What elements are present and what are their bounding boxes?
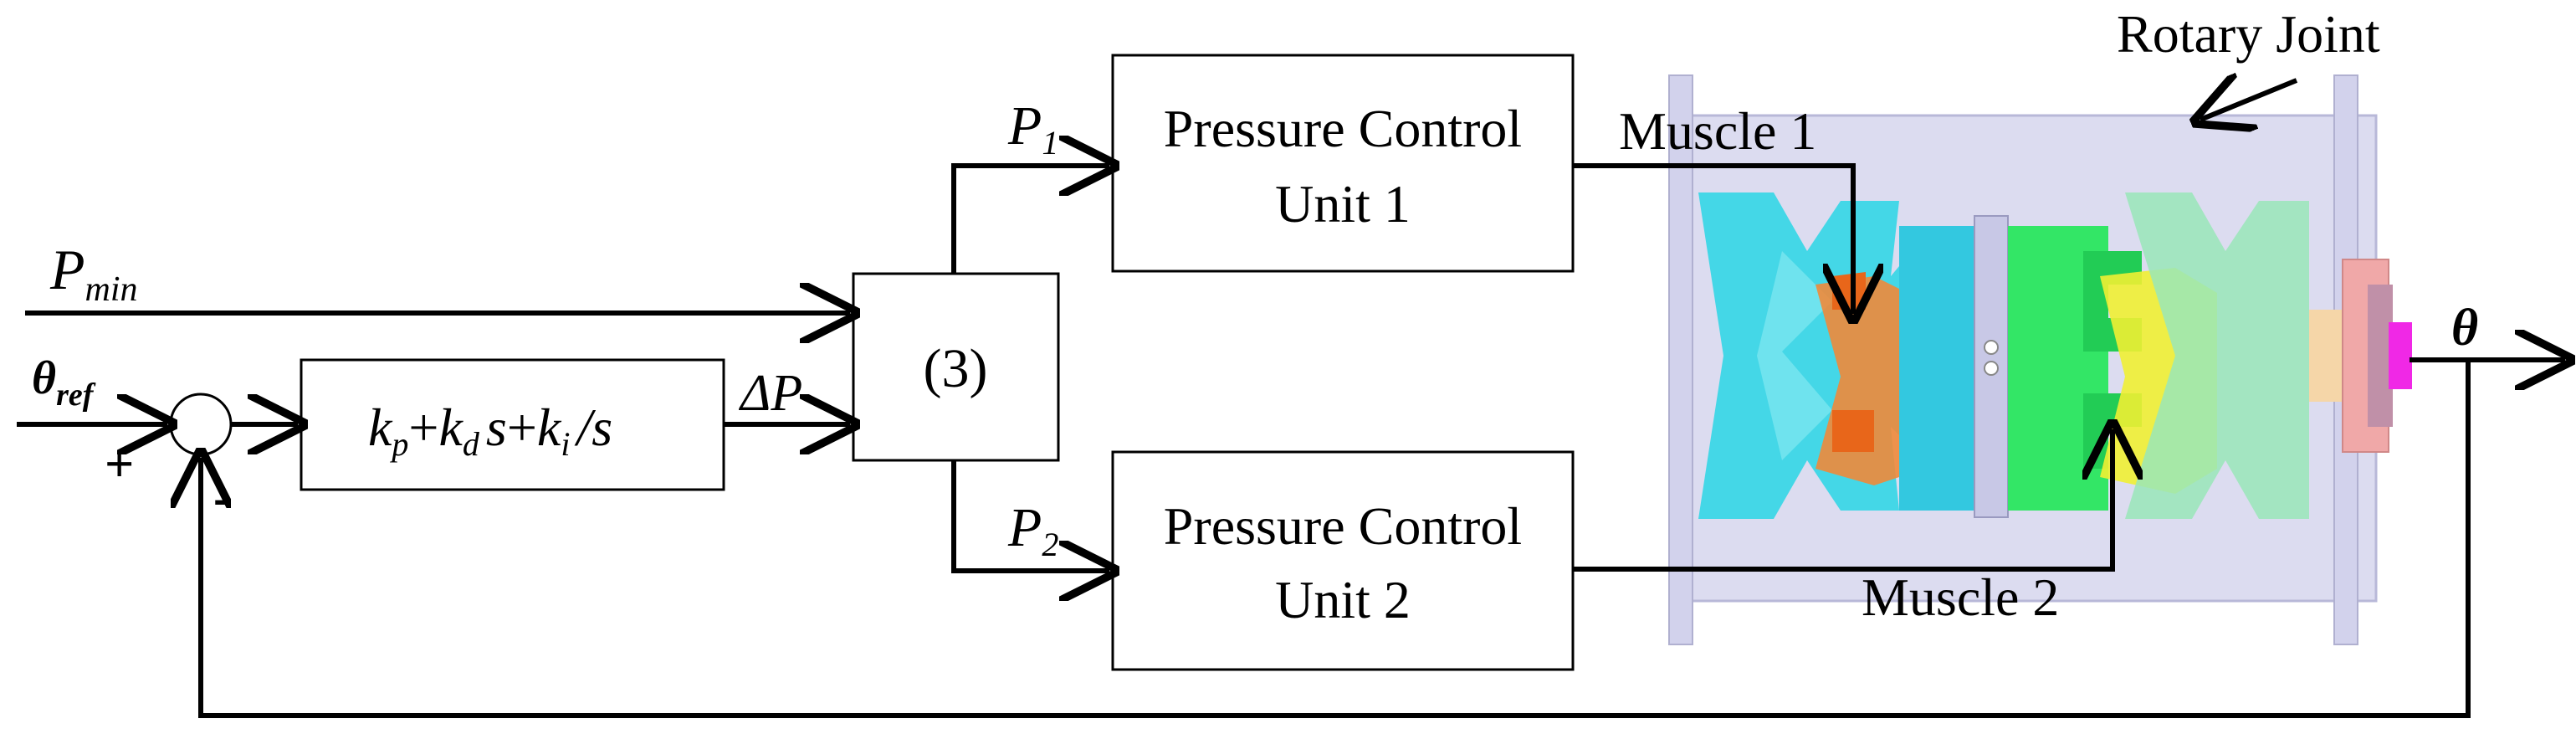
pcu2-title-line1: Pressure Control <box>1164 496 1522 556</box>
feedback-line <box>201 360 2471 718</box>
theta-output-label: θ <box>2451 300 2478 357</box>
minus-sign: - <box>213 470 231 526</box>
plus-sign: + <box>105 436 134 493</box>
delta-p-label: ΔP <box>738 365 802 422</box>
muscle-1-core <box>1832 272 1866 310</box>
muscle-2-label: Muscle 2 <box>1862 567 2059 627</box>
shaft-tip <box>2389 322 2412 389</box>
right-scissor-frame <box>2125 192 2309 519</box>
controller-block <box>300 358 725 491</box>
hub-hole-top <box>1984 340 1999 355</box>
p-min-label: Pmin <box>49 238 138 309</box>
theta-ref-label: θref <box>32 352 96 413</box>
left-scissor-inner <box>1757 251 1832 460</box>
pcu2-title-line2: Unit 2 <box>1275 570 1411 629</box>
equation-3-label: (3) <box>924 338 988 399</box>
pressure-control-unit-1-block <box>1111 54 1575 273</box>
p1-line <box>951 166 1109 274</box>
muscle-1-label: Muscle 1 <box>1619 101 1816 161</box>
pcu1-title-line1: Pressure Control <box>1164 99 1522 158</box>
muscle-2-line <box>1573 429 2113 572</box>
muscle-1-core-lower <box>1832 410 1874 452</box>
hub-hole-bottom <box>1984 361 1999 376</box>
pcu1-title-line2: Unit 1 <box>1275 174 1411 234</box>
summing-junction <box>169 393 233 456</box>
p2-label: P2 <box>1007 497 1058 563</box>
rotary-joint-label: Rotary Joint <box>2117 4 2380 64</box>
pressure-control-unit-2-block <box>1111 450 1575 671</box>
joint-left-flange <box>1668 74 1693 645</box>
p2-line <box>951 460 1109 571</box>
rotary-joint-pointer <box>2200 80 2298 120</box>
hub-left <box>1899 226 1983 511</box>
rotary-joint-illustration <box>1668 74 2412 645</box>
muscle-1-line <box>1573 163 1853 314</box>
p1-label: P1 <box>1007 95 1058 162</box>
